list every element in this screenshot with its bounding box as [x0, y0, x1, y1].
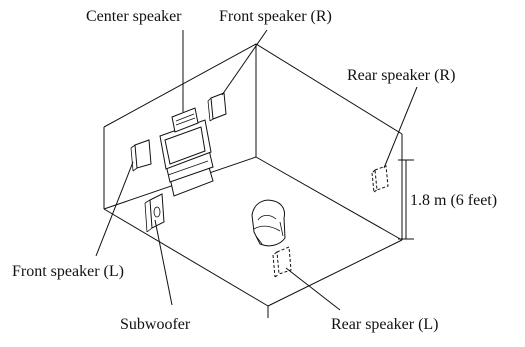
rear-speaker-right-label: Rear speaker (R) [347, 67, 455, 84]
front-speaker-right-label: Front speaker (R) [219, 8, 332, 25]
center-speaker-label: Center speaker [86, 8, 182, 25]
subwoofer-icon [144, 193, 165, 233]
room-outline [103, 43, 403, 318]
armchair-icon [251, 199, 286, 247]
rear-speaker-left-icon [272, 246, 292, 278]
center-speaker-icon [171, 107, 199, 133]
rear-speaker-left-label: Rear speaker (L) [331, 316, 439, 333]
height-label: 1.8 m (6 feet) [410, 192, 497, 209]
front-speaker-left-icon [130, 139, 152, 172]
rear-speaker-right-icon [371, 165, 389, 193]
subwoofer-label: Subwoofer [120, 316, 191, 333]
tv-set [159, 119, 214, 197]
front-speaker-right-icon [207, 92, 227, 122]
height-dimension [398, 159, 414, 240]
leader-lines [95, 29, 418, 311]
front-speaker-left-label: Front speaker (L) [12, 263, 124, 280]
